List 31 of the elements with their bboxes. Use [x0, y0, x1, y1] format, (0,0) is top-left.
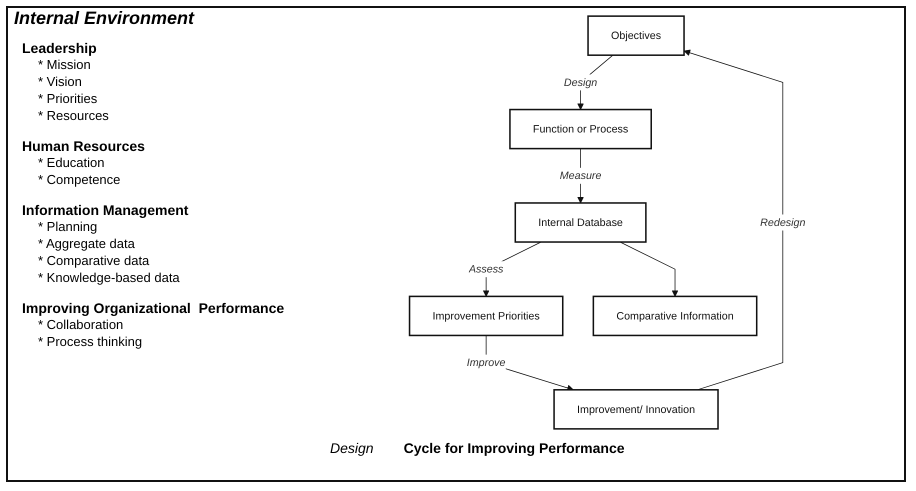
list-item: * Resources [38, 107, 110, 124]
list-heading: Human Resources [22, 138, 146, 154]
edge-label: Measure [560, 169, 602, 182]
node-box: Comparative Information [592, 296, 758, 336]
list-heading: Improving Organizational Performance [22, 300, 286, 316]
center-caption: Cycle for Improving Performance [404, 440, 625, 456]
list-item: * Aggregate data [38, 235, 136, 252]
list-item: * Knowledge-based data [38, 269, 181, 286]
list-item: * Comparative data [38, 252, 150, 269]
node-box: Internal Database [514, 202, 647, 243]
list-heading: Information Management [22, 202, 190, 218]
list-item: * Vision [38, 73, 83, 90]
edge-label: Redesign [760, 216, 806, 228]
side-note: Design [330, 440, 374, 456]
list-item: * Competence [38, 171, 122, 188]
arrow [684, 50, 784, 390]
list-item: * Mission [38, 56, 92, 73]
list-item: * Process thinking [38, 333, 144, 350]
edge-label: Design [564, 76, 598, 88]
edge-label: Improve [466, 356, 506, 368]
node-box: Function or Process [509, 108, 652, 150]
arrow [620, 242, 678, 297]
list-item: * Education [38, 154, 106, 171]
list-heading: Leadership [22, 40, 98, 56]
node-box: Objectives [587, 15, 685, 56]
node-box: Improvement/ Innovation [553, 389, 719, 430]
list-item: * Collaboration [38, 316, 124, 333]
node-box: Improvement Priorities [408, 296, 564, 336]
diagram-title: Internal Environment [14, 8, 194, 29]
list-item: * Priorities [38, 90, 98, 107]
list-item: * Planning [38, 218, 98, 235]
